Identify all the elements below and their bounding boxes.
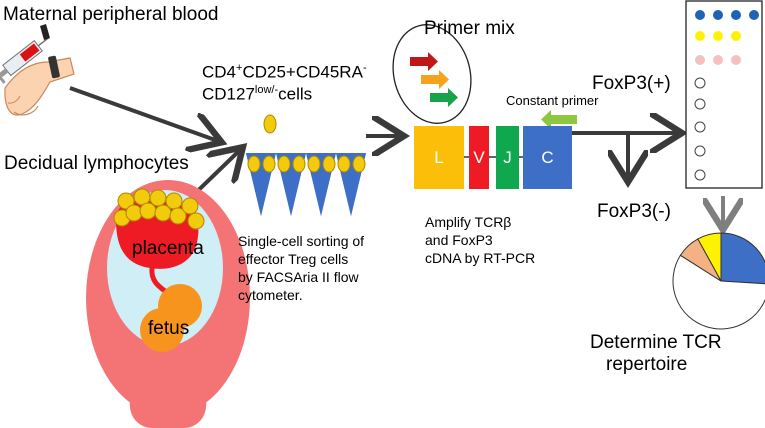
segment-J-label: J xyxy=(503,148,512,167)
constant-primer-arrow xyxy=(541,110,577,129)
plate-icon xyxy=(685,0,763,189)
segment-V-label: V xyxy=(473,148,485,167)
sorting-wells xyxy=(246,153,366,216)
label-cell-markers-line1: CD4+CD25+CD45RA- xyxy=(202,62,367,82)
label-primer-mix: Primer mix xyxy=(424,18,515,39)
segment-L xyxy=(414,126,464,189)
label-cell-markers-line2: CD127low/-cells xyxy=(202,84,313,104)
pie-slice-yellow xyxy=(697,232,722,282)
fetus-icon xyxy=(140,284,202,352)
segment-C xyxy=(523,126,572,189)
repertoire-pie-chart xyxy=(672,232,765,330)
primer-red-arrow xyxy=(410,52,438,71)
label-amplify-description: Amplify TCRβ and FoxP3 cDNA by RT-PCR xyxy=(425,214,536,266)
primer-orange-arrow xyxy=(421,70,449,89)
segment-C-label: C xyxy=(541,148,554,167)
single-cell xyxy=(263,114,277,134)
label-foxp3-negative: FoxP3(-) xyxy=(597,201,671,222)
label-decidual-lymphocytes: Decidual lymphocytes xyxy=(4,153,189,174)
pie-slice-white xyxy=(672,254,765,330)
arm-syringe-icon xyxy=(0,24,75,116)
label-fetus: fetus xyxy=(148,318,190,339)
label-constant-primer: Constant primer xyxy=(506,93,599,108)
segment-V xyxy=(469,126,489,189)
segment-L-label: L xyxy=(434,148,444,167)
label-maternal-blood: Maternal peripheral blood xyxy=(3,4,219,25)
primer-green-arrow xyxy=(430,88,458,107)
label-foxp3-positive: FoxP3(+) xyxy=(592,73,671,94)
decidual-cells xyxy=(113,188,205,230)
segment-J xyxy=(496,126,519,189)
label-sorting-description: Single-cell sorting of effector Treg cel… xyxy=(238,233,365,303)
pie-slice-blue xyxy=(720,232,765,285)
primer-mix-group xyxy=(392,24,472,124)
label-placenta: placenta xyxy=(132,238,204,259)
label-determine-repertoire: Determine TCR repertoire xyxy=(590,332,722,375)
arrow-blood-to-sort xyxy=(69,86,218,141)
